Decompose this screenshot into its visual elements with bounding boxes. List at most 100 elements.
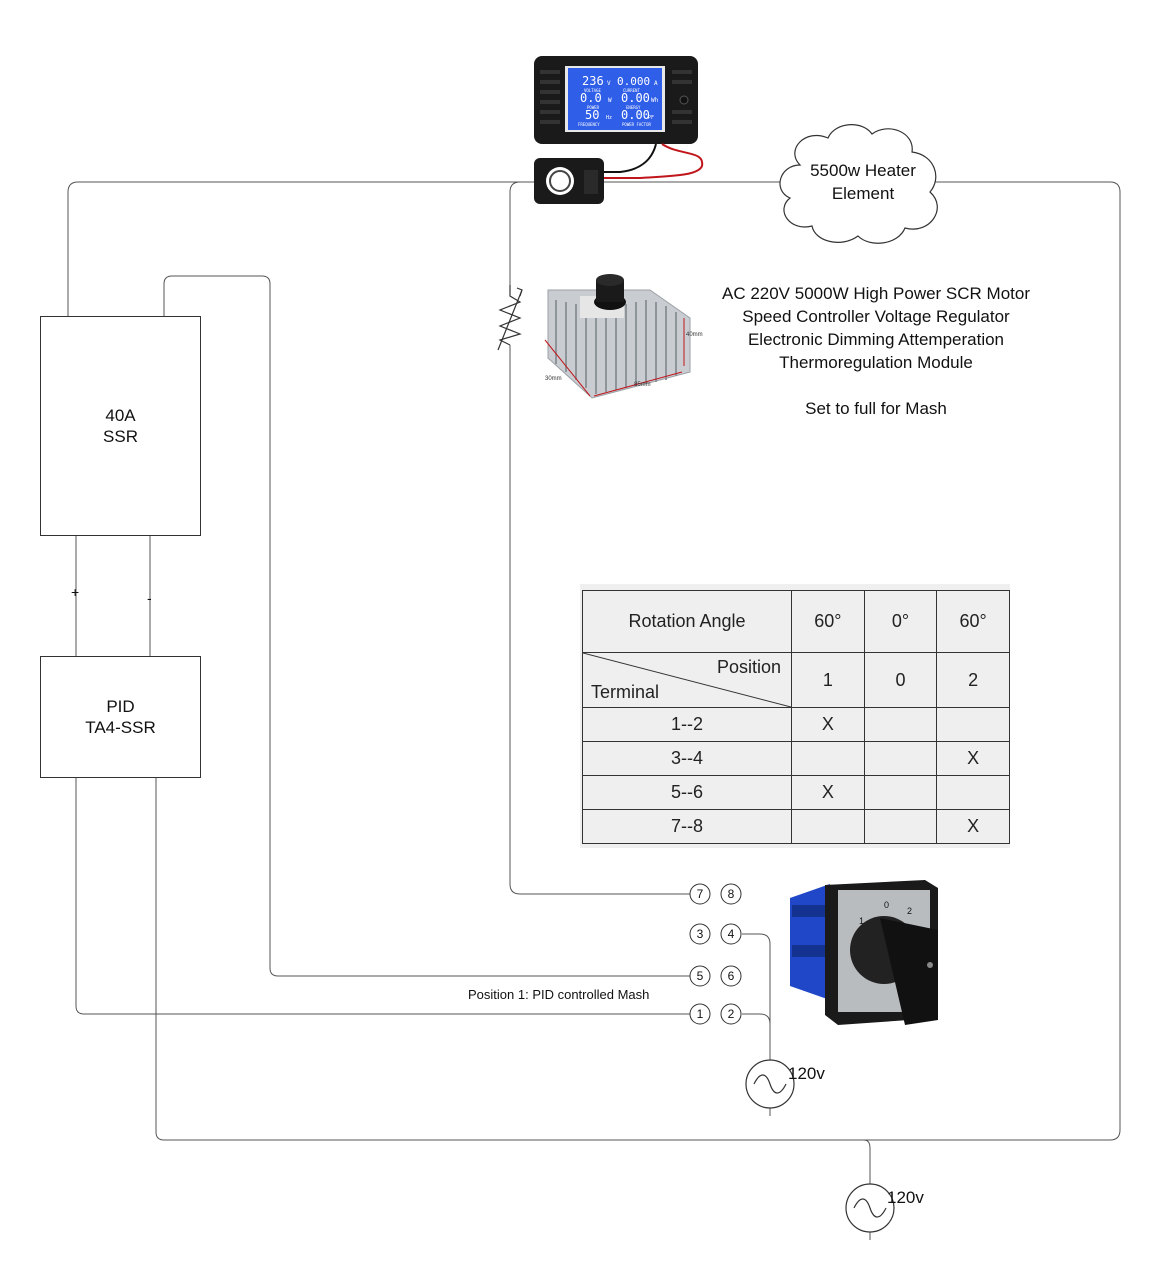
scr-dim-depth: 30mm: [545, 376, 562, 382]
meter-frequency: 50: [585, 108, 599, 122]
svg-text:CURRENT: CURRENT: [623, 88, 640, 93]
svg-text:Wh: Wh: [651, 97, 659, 104]
wire-pid-to-t1: [75, 778, 690, 1015]
table-position-cell: 0: [863, 652, 938, 708]
ssr-box: 40A SSR: [40, 316, 201, 536]
table-mark-cell: [863, 809, 938, 844]
table-position-row: Position Terminal 1 0 2: [582, 652, 1010, 708]
power-meter-image: 236 V 0.000 A VOLTAGE CURRENT 0.0 W 0.00…: [534, 56, 704, 179]
table-mark-cell: [863, 775, 938, 810]
meter-voltage: 236: [582, 74, 604, 88]
terminal-5-label: 5: [697, 969, 704, 983]
terminal-5: [689, 965, 711, 987]
table-position-cell: 1: [791, 652, 865, 708]
controller-note-line4: Thermoregulation Module: [779, 353, 973, 372]
wire-controller-bottom: [509, 345, 690, 895]
terminal-4-label: 4: [728, 927, 735, 941]
table-angle-cell: 60°: [791, 590, 865, 653]
terminal-circles: [689, 883, 742, 1025]
table-header-row: Rotation Angle 60° 0° 60°: [582, 590, 1010, 653]
ssr-plus-label: +: [71, 584, 80, 600]
dial-mark-2: 2: [907, 906, 912, 916]
controller-note-line5: Set to full for Mash: [805, 399, 947, 418]
source-small-label: 120v: [788, 1064, 825, 1083]
heater-label-line2: Element: [831, 184, 895, 203]
table-mark-cell: [936, 775, 1010, 810]
ac-source-small: [745, 1059, 795, 1109]
table-row: 7--8 X: [582, 809, 1010, 844]
svg-text:A: A: [654, 80, 658, 87]
pid-box: PID TA4-SSR: [40, 656, 201, 778]
table-mark-cell: X: [791, 775, 865, 810]
svg-text:V: V: [607, 80, 611, 87]
terminal-8-label: 8: [728, 887, 735, 901]
terminal-1-label: 1: [697, 1007, 704, 1021]
meter-current: 0.000: [617, 75, 650, 88]
scr-dim-height: 40mm: [686, 332, 703, 338]
ssr-minus-label: -: [147, 590, 152, 606]
meter-energy: 0.00: [621, 91, 650, 105]
svg-text:W: W: [608, 97, 612, 104]
scr-dim-width: 85mm: [634, 382, 651, 388]
terminal-2: [720, 1003, 742, 1025]
terminal-7: [689, 883, 711, 905]
terminal-label: Terminal: [591, 682, 660, 702]
terminal-3-label: 3: [697, 927, 704, 941]
table-mark-cell: [936, 707, 1010, 742]
table-terminal-cell: 1--2: [582, 707, 792, 742]
controller-note-line3: Electronic Dimming Attemperation: [747, 330, 1005, 349]
controller-note-line2: Speed Controller Voltage Regulator: [742, 307, 1010, 326]
heater-cloud-shape: [779, 124, 938, 244]
table-row: 1--2 X: [582, 707, 1010, 742]
terminal-1: [689, 1003, 711, 1025]
table-mark-cell: X: [936, 809, 1010, 844]
potentiometer-symbol: [497, 285, 523, 351]
controller-note-line1: AC 220V 5000W High Power SCR Motor: [721, 284, 1031, 303]
svg-text:VOLTAGE: VOLTAGE: [584, 88, 601, 93]
pid-label-line1: PID: [106, 697, 135, 716]
pid-label-line2: TA4-SSR: [85, 718, 156, 737]
table-mark-cell: [863, 707, 938, 742]
table-terminal-cell: 5--6: [582, 775, 792, 810]
table-position-cell: 2: [936, 652, 1010, 708]
wire-ssr-to-t5: [163, 275, 690, 977]
ac-source-main: [845, 1183, 895, 1233]
svg-text:PF: PF: [648, 115, 654, 121]
table-rotation-angle-label: Rotation Angle: [582, 590, 792, 653]
table-mark-cell: X: [936, 741, 1010, 776]
terminal-7-label: 7: [697, 887, 704, 901]
wire-heater-right: [155, 181, 1121, 1141]
dial-mark-0: 0: [884, 900, 889, 910]
dial-mark-1: 1: [859, 916, 864, 926]
table-diagonal-header-cell: Position Terminal: [582, 652, 792, 708]
terminal-8: [720, 883, 742, 905]
controller-note: AC 220V 5000W High Power SCR Motor Speed…: [706, 282, 1046, 420]
table-mark-cell: [863, 741, 938, 776]
table-terminal-cell: 3--4: [582, 741, 792, 776]
switch-table: Rotation Angle 60° 0° 60° Position Termi…: [582, 590, 1010, 844]
table-mark-cell: [791, 809, 865, 844]
wire-ssr-to-heater: [67, 181, 790, 316]
terminal-6: [720, 965, 742, 987]
terminal-6-label: 6: [728, 969, 735, 983]
heater-label-line1: 5500w Heater: [810, 161, 916, 180]
position-label: Position: [716, 657, 781, 677]
svg-text:POWER: POWER: [587, 105, 600, 110]
table-angle-cell: 0°: [863, 590, 938, 653]
terminal-4: [720, 923, 742, 945]
terminal-3: [689, 923, 711, 945]
terminal-2-label: 2: [728, 1007, 735, 1021]
wire-t4-to-source: [742, 933, 771, 1060]
svg-text:ENERGY: ENERGY: [626, 105, 641, 110]
source-main-label: 120v: [887, 1188, 924, 1207]
table-mark-cell: X: [791, 707, 865, 742]
scr-controller-image: 40mm 85mm 30mm: [544, 274, 703, 399]
diagonal-line: [583, 653, 791, 707]
ssr-label-line2: SSR: [103, 427, 138, 446]
table-angle-cell: 60°: [936, 590, 1010, 653]
svg-text:POWER FACTOR: POWER FACTOR: [622, 122, 651, 127]
wire-bus-to-source: [863, 1139, 871, 1188]
ssr-label-line1: 40A: [105, 406, 136, 425]
switch-position-table: Rotation Angle 60° 0° 60° Position Termi…: [580, 584, 1010, 848]
